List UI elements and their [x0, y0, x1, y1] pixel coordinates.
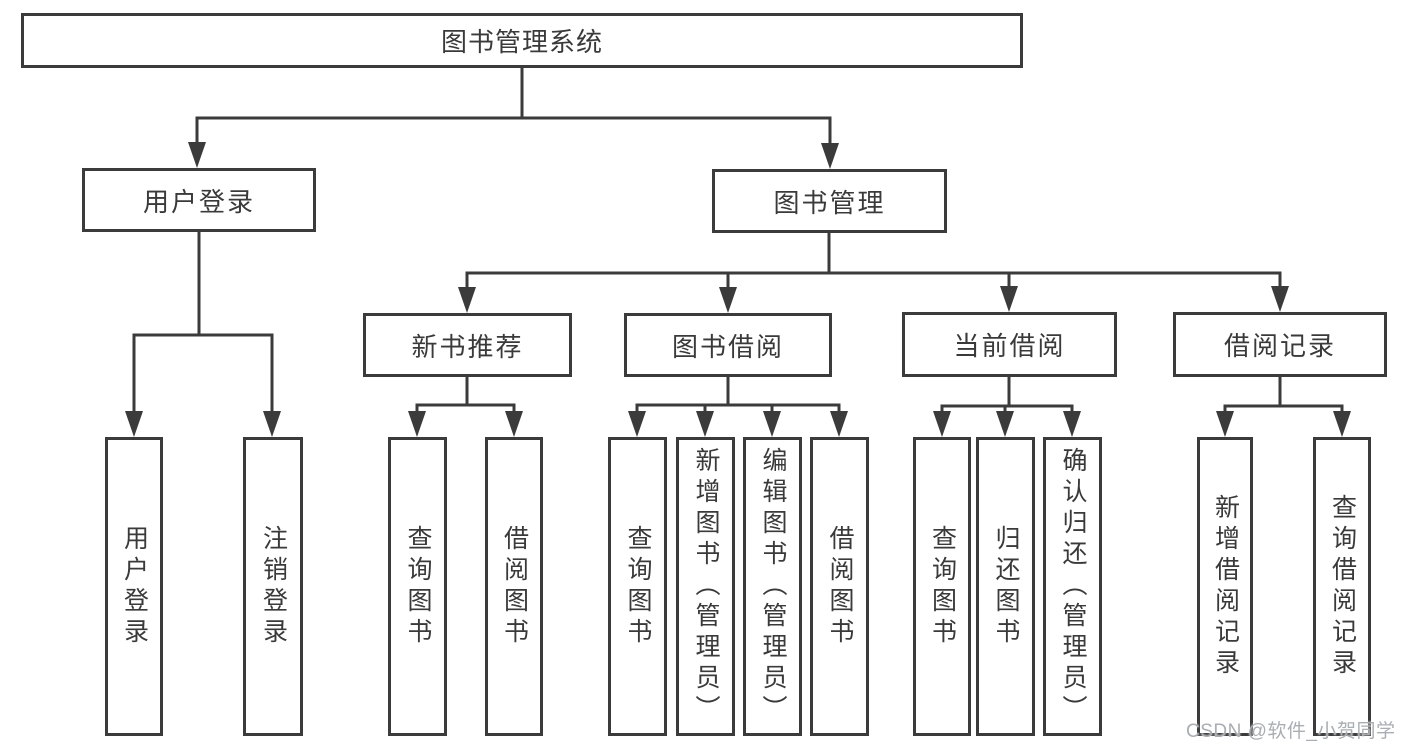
node-user-login-label: 用户登录 [142, 186, 255, 217]
node-root: 图书管理系统 [21, 13, 1023, 68]
arrowhead-icon [933, 411, 951, 437]
arrowhead-icon [505, 411, 523, 437]
node-book-management-label: 图书管理 [773, 187, 886, 218]
arrowhead-icon [1216, 411, 1234, 437]
arrowhead-icon [763, 411, 781, 437]
node-user-login: 用户登录 [82, 168, 316, 232]
node-book-borrowing-label: 图书借阅 [671, 331, 784, 362]
leaf-return-books: 归还图书 [976, 437, 1035, 736]
node-book-borrowing: 图书借阅 [624, 313, 832, 377]
connector-line [415, 403, 516, 419]
leaf-return-books-label: 归还图书 [992, 524, 1020, 649]
arrowhead-icon [830, 411, 848, 437]
leaf-borrow-books-label: 借阅图书 [826, 524, 854, 649]
watermark: CSDN @软件_小贺同学 [1186, 721, 1396, 742]
arrowhead-icon [696, 411, 714, 437]
connector-line [132, 333, 274, 419]
arrowhead-icon [1271, 286, 1289, 312]
node-current-borrowing-label: 当前借阅 [953, 331, 1066, 361]
leaf-logout: 注销登录 [243, 437, 303, 736]
node-borrowing-records-label: 借阅记录 [1223, 331, 1336, 361]
connector-line [1223, 404, 1344, 419]
arrowhead-icon [1063, 411, 1081, 437]
leaf-query-books-recommend-label: 查询图书 [404, 524, 432, 649]
leaf-add-borrow-record-label: 新增借阅记录 [1211, 493, 1240, 680]
node-current-borrowing: 当前借阅 [902, 312, 1117, 377]
node-borrowing-records: 借阅记录 [1173, 312, 1387, 377]
leaf-query-books-borrowing: 查询图书 [608, 437, 667, 736]
arrowhead-icon [408, 411, 426, 437]
leaf-user-login: 用户登录 [105, 437, 163, 736]
leaf-query-borrow-record: 查询借阅记录 [1313, 437, 1371, 736]
arrowhead-icon [125, 411, 143, 437]
arrowhead-icon [263, 411, 281, 437]
arrowhead-icon [628, 411, 646, 437]
leaf-logout-label: 注销登录 [259, 524, 288, 649]
leaf-edit-books-admin: 编辑图书（管理员） [743, 437, 802, 736]
leaf-user-login-label: 用户登录 [120, 524, 149, 649]
arrowhead-icon [821, 143, 839, 169]
arrowhead-icon [188, 142, 206, 168]
leaf-borrow-books-recommend: 借阅图书 [485, 437, 543, 736]
arrowhead-icon [1333, 411, 1351, 437]
arrowhead-icon [996, 411, 1014, 437]
leaf-edit-books-admin-label: 编辑图书（管理员） [759, 447, 787, 726]
node-book-management: 图书管理 [712, 169, 947, 233]
leaf-query-books-borrowing-label: 查询图书 [624, 524, 652, 649]
node-root-label: 图书管理系统 [440, 27, 603, 57]
leaf-add-books-admin-label: 新增图书（管理员） [692, 447, 720, 726]
node-new-book-recommend-label: 新书推荐 [411, 331, 524, 362]
leaf-query-books-recommend: 查询图书 [388, 437, 447, 736]
connector-line [465, 271, 1282, 296]
leaf-confirm-return-admin: 确认归还（管理员） [1043, 437, 1102, 736]
leaf-add-borrow-record: 新增借阅记录 [1197, 437, 1253, 736]
arrowhead-icon [458, 287, 476, 313]
leaf-add-books-admin: 新增图书（管理员） [676, 437, 735, 736]
leaf-query-books-current: 查询图书 [913, 437, 971, 736]
arrowhead-icon [719, 287, 737, 313]
connector-line [635, 403, 841, 419]
leaf-query-borrow-record-label: 查询借阅记录 [1328, 493, 1357, 680]
leaf-confirm-return-admin-label: 确认归还（管理员） [1059, 447, 1087, 726]
leaf-borrow-books: 借阅图书 [810, 437, 869, 736]
leaf-query-books-current-label: 查询图书 [928, 524, 957, 649]
node-new-book-recommend: 新书推荐 [363, 313, 572, 377]
leaf-borrow-books-recommend-label: 借阅图书 [500, 524, 529, 649]
connector-line [195, 116, 832, 151]
arrowhead-icon [1000, 286, 1018, 312]
